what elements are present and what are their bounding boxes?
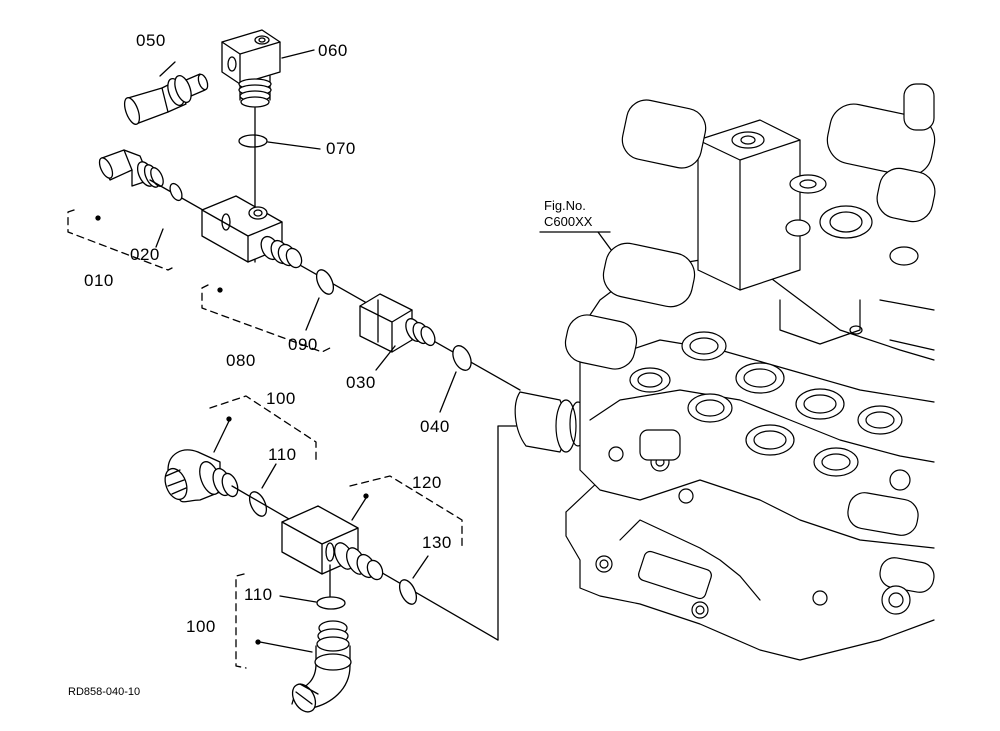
figure-ref-label: Fig.No. (544, 198, 586, 213)
part-label-120: 120 (412, 473, 442, 492)
leader-130 (413, 556, 428, 578)
part-label-010: 010 (84, 271, 114, 290)
part-label-100-lower: 100 (186, 617, 216, 636)
part-label-040: 040 (420, 417, 450, 436)
part-070-oring (239, 135, 267, 147)
bullet-010 (96, 216, 100, 220)
bullet-080 (218, 288, 222, 292)
part-090-oring (313, 267, 337, 296)
connection-line (498, 426, 516, 640)
bracket-120 (350, 476, 462, 548)
leader-070 (268, 142, 320, 149)
part-label-020: 020 (130, 245, 160, 264)
part-110-oring-upper (246, 489, 270, 518)
figure-ref-number: C600XX (544, 214, 593, 229)
leader-100-lower (260, 642, 312, 652)
part-040-oring (449, 343, 474, 373)
leader-060 (282, 50, 314, 58)
part-080-block (202, 196, 305, 270)
leader-110-lower (280, 596, 316, 602)
drawing-code: RD858-040-10 (68, 686, 141, 698)
part-label-130: 130 (422, 533, 452, 552)
part-label-100-upper: 100 (266, 389, 296, 408)
part-label-050: 050 (136, 31, 166, 50)
part-label-110-upper: 110 (268, 445, 297, 464)
part-label-110-lower: 110 (244, 585, 273, 604)
bracket-080 (202, 285, 330, 352)
part-030-adapter (360, 294, 438, 352)
bracket-100-upper (210, 396, 316, 464)
control-valve-assembly (515, 84, 939, 660)
part-020-oring (168, 182, 185, 203)
part-label-080: 080 (226, 351, 256, 370)
part-010-fitting (97, 150, 166, 189)
part-130-oring (396, 577, 420, 606)
part-050-fitting (122, 73, 210, 126)
leader-090 (306, 298, 319, 330)
leader-110-upper (262, 464, 276, 488)
leader-020 (156, 229, 163, 247)
part-120-block (282, 506, 386, 582)
part-label-090: 090 (288, 335, 318, 354)
part-100-elbow-upper (161, 450, 241, 502)
part-label-060: 060 (318, 41, 348, 60)
part-100-elbow-lower (288, 621, 351, 716)
part-label-030: 030 (346, 373, 376, 392)
leader-030 (376, 346, 395, 370)
part-label-070: 070 (326, 139, 356, 158)
bracket-010 (68, 210, 172, 270)
part-110-oring-lower (317, 597, 345, 609)
leader-120 (352, 498, 366, 520)
leader-040 (440, 372, 456, 412)
leader-050 (160, 62, 175, 76)
bracket-100-lower (236, 574, 246, 668)
leader-100-upper (214, 421, 229, 452)
part-060-block (222, 30, 280, 107)
